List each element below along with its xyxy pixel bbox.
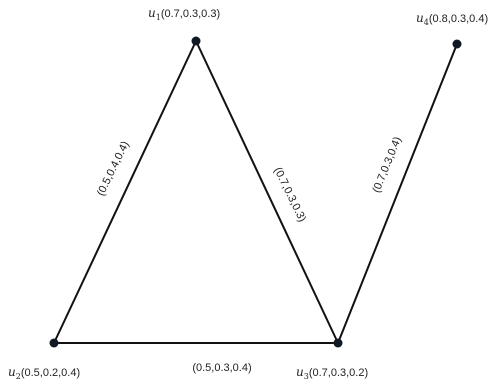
vertex-label-u1: u1(0.7,0.3,0.3) [148,6,220,22]
edge-label-u3-u4: (0.7,0.3,0.4) [371,135,404,195]
vertex-sub-u1: 1 [156,13,161,22]
vertex-sub-u3: 3 [304,372,309,381]
edge-u1-u2 [53,40,197,344]
edge-u3-u4 [337,43,458,344]
vertex-u4 [452,39,462,49]
vertex-sub-u4: 4 [424,18,429,27]
vertex-label-u3: u3(0.7,0.3,0.2) [296,365,368,381]
vertex-value-u4: (0.8,0.3,0.4) [429,13,488,25]
vertex-value-u1: (0.7,0.3,0.3) [161,8,220,20]
vertex-letter-u4: u [416,11,424,25]
edge-label-u2-u3: (0.5,0.3,0.4) [192,362,251,374]
vertex-value-u3: (0.7,0.3,0.2) [309,367,368,379]
vertex-u3 [333,338,343,348]
vertex-label-u4: u4(0.8,0.3,0.4) [416,11,488,27]
vertex-value-u2: (0.5,0.2,0.4) [21,367,80,379]
edge-u1-u3 [195,40,339,344]
vertex-letter-u3: u [296,365,304,379]
vertex-letter-u2: u [8,365,16,379]
vertex-letter-u1: u [148,6,156,20]
vertex-u1 [191,36,201,46]
vertex-label-u2: u2(0.5,0.2,0.4) [8,365,80,381]
vertex-u2 [49,338,59,348]
vertex-sub-u2: 2 [16,372,21,381]
